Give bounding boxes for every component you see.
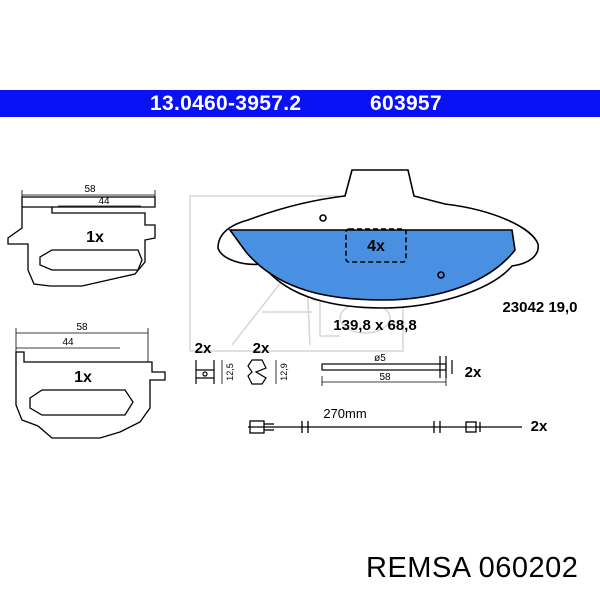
reference-number: 603957 <box>370 92 442 115</box>
shim-upper-dims <box>21 190 156 207</box>
clip-b-dim: 12,9 <box>279 363 289 381</box>
wear-sensor <box>248 420 522 434</box>
pad-rivet-lower <box>437 271 445 279</box>
shim-lower <box>15 351 166 439</box>
guide-pin-length: 58 <box>379 372 391 383</box>
pad-quantity: 4x <box>367 238 385 255</box>
clip-b <box>247 359 267 385</box>
brand-label: REMSA 060202 <box>366 552 579 584</box>
shim-upper-dim-inner: 44 <box>98 196 110 207</box>
clip-a-dim: 12,5 <box>225 363 235 381</box>
guide-pin-diameter: ø5 <box>374 353 386 364</box>
clip-b-quantity: 2x <box>253 340 270 357</box>
pad-rivet-upper <box>319 214 327 222</box>
pad-quantity-box <box>345 228 407 263</box>
guide-pin <box>321 356 453 378</box>
clip-a-quantity: 2x <box>195 340 212 357</box>
header-banner: 13.0460-3957.2 603957 <box>0 90 600 117</box>
shim-lower-quantity: 1x <box>74 369 92 386</box>
part-number: 13.0460-3957.2 <box>150 92 302 115</box>
wear-sensor-quantity: 2x <box>531 418 548 435</box>
shim-upper <box>7 196 156 287</box>
shim-upper-quantity: 1x <box>86 229 104 246</box>
pad-code-thickness: 23042 19,0 <box>502 299 577 316</box>
guide-pin-dims <box>321 376 447 386</box>
wear-sensor-length: 270mm <box>323 406 366 421</box>
shim-lower-dim-outer: 58 <box>76 322 88 333</box>
pad-dimensions: 139,8 x 68,8 <box>333 317 416 334</box>
pad-friction-material <box>228 229 516 301</box>
shim-lower-dim-inner: 44 <box>62 337 74 348</box>
shim-lower-dims <box>15 328 149 362</box>
guide-pin-quantity: 2x <box>465 364 482 381</box>
clip-a <box>195 360 215 384</box>
shim-upper-dim-outer: 58 <box>84 184 96 195</box>
brake-pad <box>217 169 539 309</box>
